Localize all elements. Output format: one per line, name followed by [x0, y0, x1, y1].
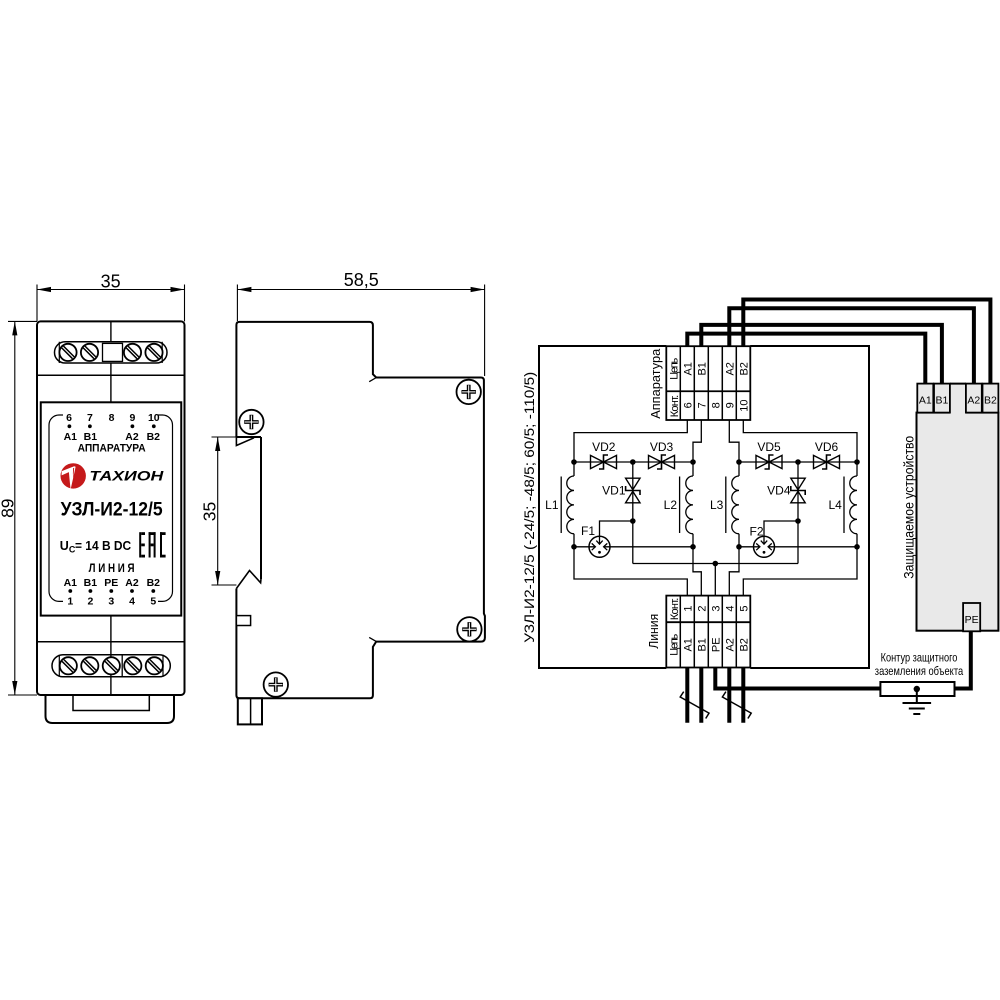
svg-text:1: 1 [67, 596, 73, 608]
svg-text:А1: А1 [683, 638, 695, 651]
svg-text:В1: В1 [84, 577, 98, 589]
svg-text:7: 7 [87, 412, 93, 424]
svg-text:В2: В2 [739, 638, 751, 651]
svg-text:АППАРАТУРА: АППАРАТУРА [78, 442, 146, 454]
svg-text:Л И Н И Я: Л И Н И Я [89, 563, 135, 575]
svg-text:VD3: VD3 [650, 440, 674, 454]
svg-text:РЕ: РЕ [965, 614, 979, 626]
svg-text:В1: В1 [84, 431, 98, 443]
svg-text:F2: F2 [749, 525, 763, 539]
svg-text:В1: В1 [697, 638, 709, 651]
svg-text:9: 9 [129, 412, 135, 424]
svg-text:В2: В2 [147, 577, 161, 589]
svg-text:В2: В2 [739, 362, 751, 375]
svg-text:РЕ: РЕ [104, 577, 118, 589]
svg-text:3: 3 [108, 596, 114, 608]
svg-text:2: 2 [87, 596, 93, 608]
svg-text:3: 3 [711, 606, 723, 612]
svg-text:VD6: VD6 [815, 440, 839, 454]
svg-text:А1: А1 [64, 577, 78, 589]
svg-text:10: 10 [739, 399, 751, 411]
svg-text:8: 8 [109, 412, 115, 424]
svg-text:А1: А1 [683, 362, 695, 375]
svg-text:А1: А1 [919, 395, 932, 407]
svg-text:В1: В1 [935, 395, 948, 407]
svg-text:35: 35 [101, 271, 121, 291]
svg-text:VD2: VD2 [592, 440, 616, 454]
svg-text:Линия: Линия [646, 614, 661, 649]
svg-text:В2: В2 [147, 431, 161, 443]
svg-text:9: 9 [725, 402, 737, 408]
svg-text:35: 35 [199, 502, 219, 521]
svg-text:VD4: VD4 [767, 484, 791, 498]
svg-text:Аппаратура: Аппаратура [648, 348, 663, 419]
svg-text:Цепь: Цепь [668, 634, 680, 656]
svg-text:А2: А2 [725, 362, 737, 375]
svg-text:В1: В1 [697, 362, 709, 375]
svg-text:L2: L2 [664, 498, 678, 512]
svg-text:А2: А2 [967, 395, 980, 407]
svg-text:А2: А2 [125, 431, 139, 443]
svg-text:Конт.: Конт. [669, 598, 681, 621]
svg-text:Защищаемое устройство: Защищаемое устройство [901, 436, 917, 579]
svg-text:А2: А2 [125, 577, 139, 589]
svg-text:А1: А1 [64, 431, 78, 443]
svg-text:Контур защитного: Контур защитного [881, 651, 958, 665]
svg-text:В2: В2 [984, 395, 997, 407]
svg-text:Конт.: Конт. [669, 395, 681, 418]
svg-text:58,5: 58,5 [344, 270, 379, 290]
svg-text:VD5: VD5 [757, 440, 781, 454]
svg-text:8: 8 [711, 402, 723, 408]
svg-text:Цепь: Цепь [668, 358, 680, 380]
svg-text:4: 4 [129, 596, 135, 608]
svg-text:10: 10 [148, 412, 160, 424]
svg-text:L4: L4 [828, 498, 842, 512]
svg-text:= 14 В DC: = 14 В DC [75, 539, 131, 553]
svg-text:VD1: VD1 [602, 484, 626, 498]
svg-text:УЗЛ-И2-12/5: УЗЛ-И2-12/5 [61, 499, 163, 520]
svg-text:6: 6 [683, 402, 695, 408]
svg-text:А2: А2 [725, 638, 737, 651]
svg-text:L1: L1 [545, 498, 559, 512]
svg-text:УЗЛ-И2-12/5 (-24/5; -48/5; 60/: УЗЛ-И2-12/5 (-24/5; -48/5; 60/5; -110/5) [521, 372, 537, 643]
svg-text:6: 6 [66, 412, 72, 424]
svg-text:2: 2 [697, 606, 709, 612]
svg-text:4: 4 [725, 606, 737, 612]
svg-text:ТАХИОН: ТАХИОН [89, 469, 164, 485]
svg-text:5: 5 [150, 596, 156, 608]
svg-text:РЕ: РЕ [711, 637, 723, 652]
svg-text:7: 7 [697, 402, 709, 408]
svg-text:89: 89 [0, 498, 17, 517]
svg-text:заземления объекта: заземления объекта [875, 664, 964, 678]
svg-text:1: 1 [683, 606, 695, 612]
svg-text:C: C [69, 545, 76, 555]
svg-text:U: U [60, 539, 69, 553]
svg-text:5: 5 [739, 606, 751, 612]
svg-text:F1: F1 [581, 524, 595, 538]
svg-text:L3: L3 [710, 498, 724, 512]
